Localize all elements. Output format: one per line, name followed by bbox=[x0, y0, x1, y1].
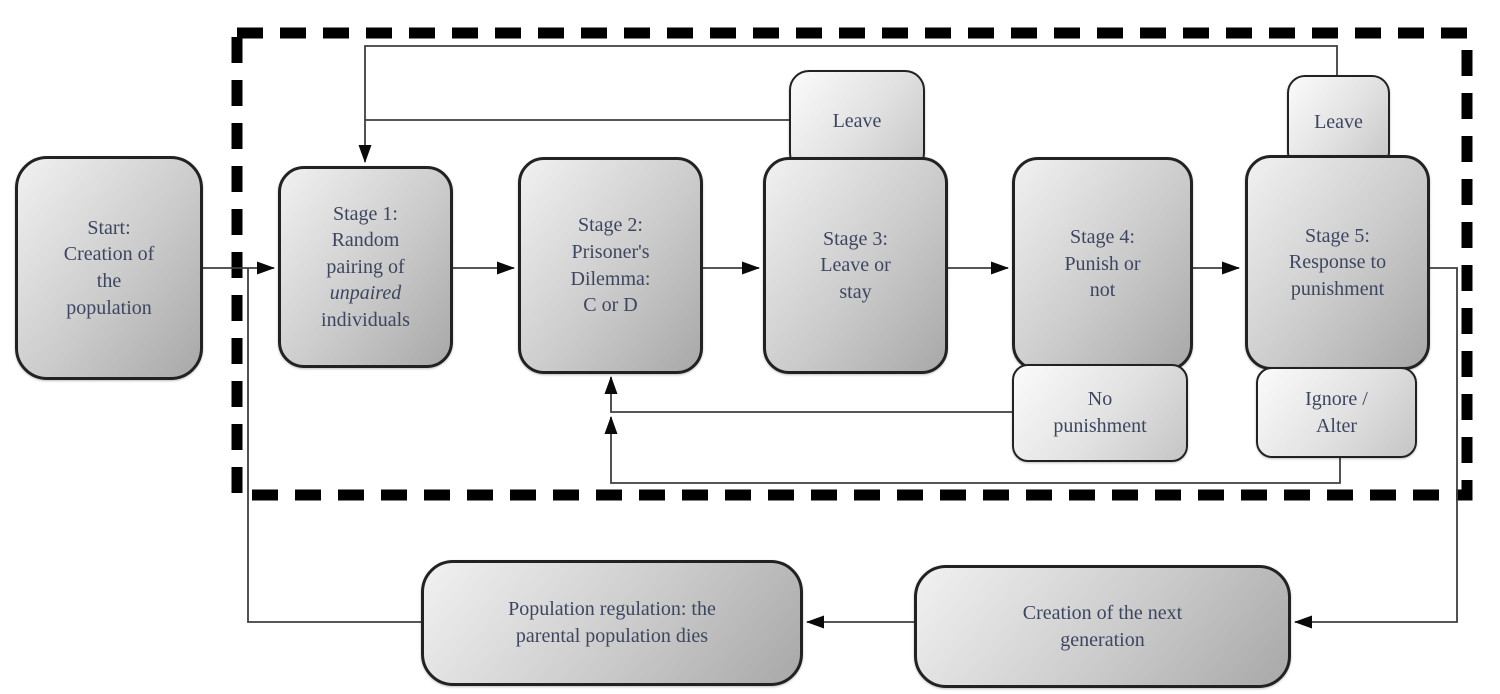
connector-leave1-loop-to-stage1 bbox=[358, 119, 789, 163]
node-next-generation-label: Creation of the next generation bbox=[1022, 601, 1183, 651]
node-leave1-label: Leave bbox=[832, 110, 882, 133]
node-stage4-label: Stage 4: Punish or not bbox=[1064, 226, 1141, 302]
node-no-punishment-label: No punishment bbox=[1053, 388, 1147, 437]
node-stage2-label: Stage 2: Prisoner's Dilemma: C or D bbox=[570, 214, 651, 317]
node-stage5: Stage 5: Response to punishment bbox=[1245, 155, 1430, 370]
node-start-label: Start: Creation of the population bbox=[63, 216, 155, 319]
node-stage5-label: Stage 5: Response to punishment bbox=[1288, 224, 1387, 300]
connector-stage5-to-next-generation bbox=[1294, 267, 1458, 629]
node-stage2: Stage 2: Prisoner's Dilemma: C or D bbox=[518, 157, 703, 374]
node-stage3: Stage 3: Leave or stay bbox=[763, 157, 948, 374]
node-stage1-label: Stage 1: Random pairing of unpaired indi… bbox=[321, 202, 410, 331]
node-population-regulation-label: Population regulation: the parental popu… bbox=[508, 598, 716, 647]
node-ignore-alter-label: Ignore / Alter bbox=[1305, 387, 1368, 437]
connector-ignore-alter-to-stage2 bbox=[604, 416, 1341, 484]
node-no-punishment: No punishment bbox=[1012, 364, 1188, 462]
node-stage3-label: Stage 3: Leave or stay bbox=[820, 227, 891, 303]
node-population-regulation: Population regulation: the parental popu… bbox=[421, 560, 803, 686]
node-leave-after-stage5: Leave bbox=[1287, 75, 1390, 170]
node-next-generation: Creation of the next generation bbox=[914, 565, 1291, 688]
generation-loop-dashed-border bbox=[231, 27, 1473, 501]
node-stage1: Stage 1: Random pairing of unpaired indi… bbox=[278, 166, 453, 368]
connector-no-punishment-to-stage2 bbox=[604, 376, 1012, 413]
node-stage4: Stage 4: Punish or not bbox=[1012, 157, 1193, 371]
node-start: Start: Creation of the population bbox=[15, 156, 203, 380]
connector-leave2-top-loop bbox=[364, 45, 1338, 120]
connector-population-regulation-feedback bbox=[247, 268, 421, 623]
node-leave2-label: Leave bbox=[1314, 111, 1363, 134]
node-ignore-alter: Ignore / Alter bbox=[1256, 367, 1417, 458]
stage1-italic-word: unpaired bbox=[329, 282, 402, 305]
